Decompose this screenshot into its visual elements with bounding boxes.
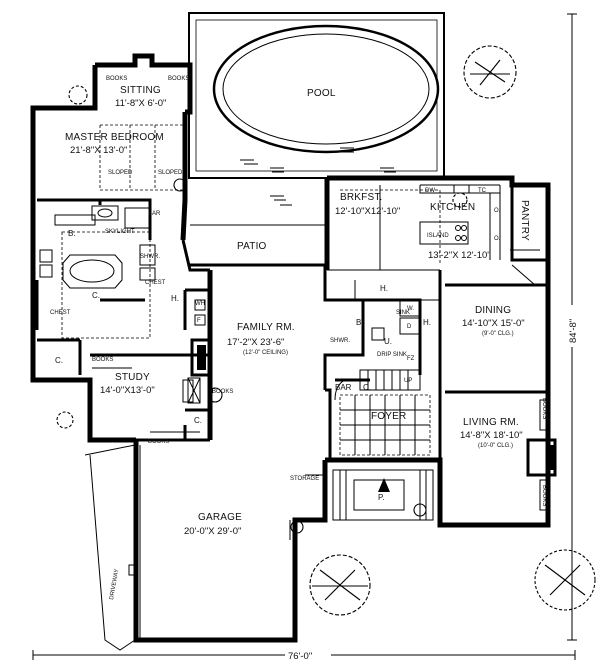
hall-label: H.: [380, 284, 388, 293]
hall-label: H.: [171, 294, 179, 303]
books-label: BOOKS: [168, 76, 189, 82]
oven-label: O.: [494, 236, 501, 242]
stairs-up-label: UP: [404, 378, 412, 384]
garage-size: 20'-0"X 29'-0": [184, 526, 241, 537]
sitting-label: SITTING: [120, 85, 161, 96]
skylight-label: SKYLIGHT: [105, 229, 135, 235]
garage-label: GARAGE: [198, 512, 242, 523]
living-room-ceiling: (10'-0" CLG.): [478, 443, 513, 449]
overall-width-label: 76'-0": [288, 651, 312, 662]
garage-details: [84, 444, 291, 651]
closet-label: C.: [92, 291, 100, 300]
pantry-label: PANTRY: [519, 200, 530, 241]
utility-label: U.: [384, 337, 392, 346]
right-wing: [334, 270, 557, 511]
landscaping: [56, 45, 596, 616]
storage-label: STORAGE: [290, 476, 319, 482]
study-size: 14'-0"X13'-0": [100, 385, 155, 396]
bar-label: BAR: [148, 211, 161, 217]
shower-label: SHWR.: [140, 254, 160, 260]
books-label: BOOKS: [541, 485, 547, 506]
family-room-ceiling: (12'-0" CEILING): [243, 350, 288, 356]
kitchen-area: [327, 184, 548, 286]
drip-sink-label: DRIP SINK: [377, 352, 407, 358]
small-labels: BOOKS BOOKS SLOPED SLOPED SKYLIGHT BAR S…: [50, 76, 547, 600]
dining-ceiling: (9'-0" CLG.): [482, 331, 514, 337]
sloped-label: SLOPED: [158, 170, 183, 176]
books-label: BOOKS: [212, 389, 233, 395]
overall-depth-label: 84'-8": [568, 319, 579, 343]
dimension-labels: 76'-0" 84'-8": [285, 305, 579, 662]
sloped-label: SLOPED: [108, 170, 133, 176]
brkfst-size: 12'-10"X12'-10": [335, 206, 400, 217]
oven-label: O.: [494, 208, 501, 214]
dining-label: DINING: [475, 305, 511, 316]
sink-label: SINK: [396, 310, 410, 316]
family-room-label: FAMILY RM.: [237, 322, 295, 333]
island-label: ISLAND: [427, 233, 449, 239]
chest-label: CHEST: [145, 280, 166, 286]
master-bedroom-size: 21'-8"X 13'-0": [70, 145, 127, 156]
patio-label: PATIO: [237, 241, 267, 252]
room-labels: POOL SITTING 11'-8"X 6'-0" MASTER BEDROO…: [65, 85, 530, 537]
kitchen-size: 13'-2"X 12'-10": [428, 250, 491, 261]
washer-label: W.: [407, 306, 414, 312]
study-label: STUDY: [115, 372, 150, 383]
closet-label: C.: [194, 416, 202, 425]
bath-label: B.: [68, 229, 76, 238]
dryer-label: D: [407, 324, 412, 330]
brkfst-label: BRKFST.: [340, 192, 383, 203]
closet-label: C.: [363, 383, 371, 392]
sitting-size: 11'-8"X 6'-0": [115, 98, 166, 109]
bar-label: BAR: [335, 383, 352, 392]
hall-label: H.: [423, 318, 431, 327]
master-bedroom-label: MASTER BEDROOM: [65, 132, 164, 143]
pool-area: [188, 12, 445, 206]
porch: [305, 469, 434, 521]
shower-label: SHWR.: [330, 338, 350, 344]
dishwasher-label: DW: [425, 188, 435, 194]
books-label: BOOKS: [148, 439, 169, 445]
porch-label: P.: [378, 493, 385, 502]
trash-compactor-label: TC: [478, 188, 487, 194]
books-label: BOOKS: [92, 357, 113, 363]
dining-size: 14'-10"X 15'-0": [462, 318, 525, 329]
fridge-label: F: [197, 318, 201, 324]
kitchen-label: KITCHEN: [430, 202, 475, 213]
family-room-size: 17'-2"X 23'-6": [227, 337, 284, 348]
living-room-size: 14'-8"X 18'-10": [460, 430, 523, 441]
pool-label: POOL: [307, 88, 336, 99]
water-heater-label: WH: [195, 301, 205, 307]
bath-label: B.: [356, 318, 364, 327]
living-room-label: LIVING RM.: [463, 417, 519, 428]
freezer-label: FZ: [407, 356, 415, 362]
foyer-label: FOYER: [371, 411, 406, 422]
driveway-label: DRIVEWAY: [109, 568, 120, 600]
chest-label: CHEST: [50, 310, 71, 316]
books-label: BOOKS: [106, 76, 127, 82]
books-label: BOOKS: [541, 398, 547, 419]
master-suite: [35, 124, 185, 375]
closet-label: C.: [55, 356, 63, 365]
